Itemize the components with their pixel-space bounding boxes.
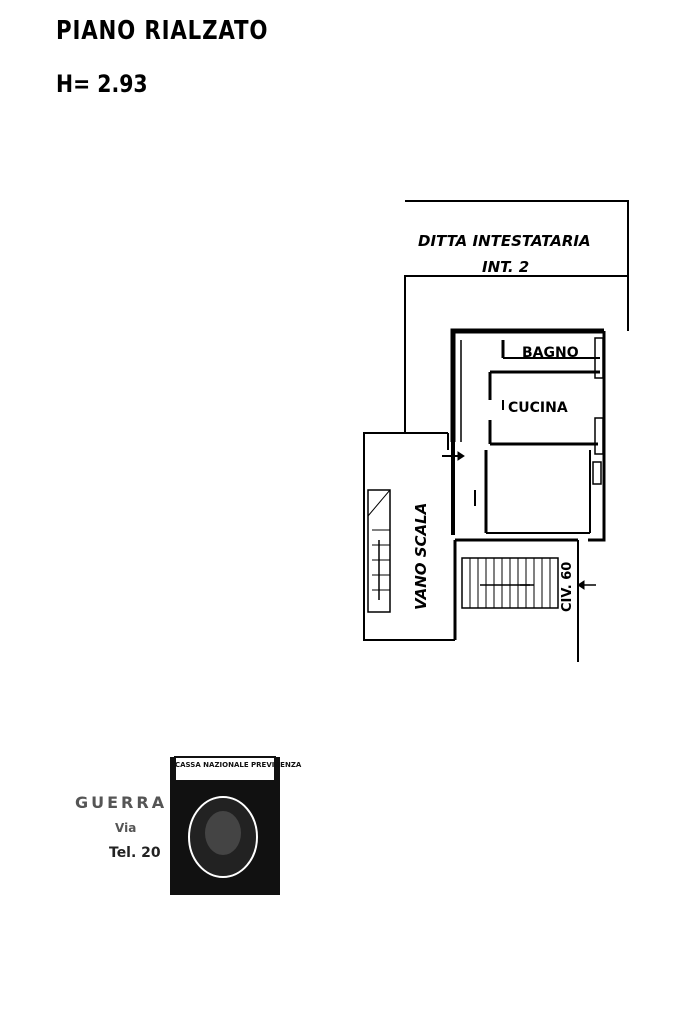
civic-number-label: CIV. 60 [560,562,575,612]
stamp-line3: Tel. 20 [109,845,161,861]
apartment-walls [450,328,606,542]
entry-arrows [442,451,596,590]
room-label-stairwell: VANO SCALA [412,503,430,610]
room-label-bagno: BAGNO [522,345,579,361]
room-label-cucina: CUCINA [508,400,568,416]
stamp-seal-graphic [170,756,280,895]
neighbor-label-line1: DITTA INTESTATARIA [418,232,591,250]
stamp-top-text: CASSA NAZIONALE PREVIDENZA [175,761,302,769]
stairwell-outline [363,432,455,641]
professional-stamp: CASSA NAZIONALE PREVIDENZA GUERRA Via Te… [75,755,355,905]
ceiling-height: H= 2.93 [56,70,148,98]
stamp-line2: Via [115,821,137,835]
page-title: PIANO RIALZATO [56,16,269,46]
neighbor-unit-outline [404,200,629,432]
neighbor-label-line2: INT. 2 [482,258,529,276]
entrance-stair [453,538,579,662]
stamp-line1: GUERRA [75,793,168,812]
